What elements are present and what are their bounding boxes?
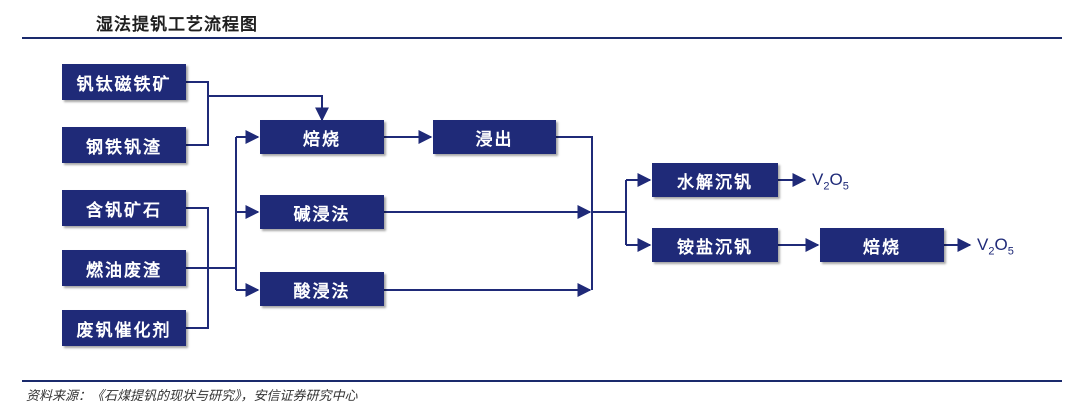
diagram-title: 湿法提钒工艺流程图 <box>96 15 258 35</box>
connector-steel-slag <box>186 96 209 146</box>
box-leaching: 浸出 <box>433 120 556 154</box>
source-note: 资料来源：《石煤提钒的现状与研究》，安信证券研究中心 <box>26 389 358 404</box>
box-spent-catalyst: 废钒催化剂 <box>62 310 186 346</box>
connector-leach-out <box>556 136 593 290</box>
product-v2o5-final: V2O5 <box>977 235 1014 258</box>
box-ammonium-precipitation: 铵盐沉钒 <box>652 228 778 262</box>
bottom-rule <box>22 380 1062 382</box>
connector-vt-magnetite <box>186 81 329 122</box>
box-steel-vanadium-slag: 钢铁钒渣 <box>62 127 186 163</box>
box-hydrolysis-precipitation: 水解沉钒 <box>652 163 778 197</box>
box-vanadium-ore: 含钒矿石 <box>62 190 186 226</box>
box-roasting: 焙烧 <box>260 120 384 154</box>
box-acid-leaching: 酸浸法 <box>260 272 384 306</box>
box-final-roasting: 焙烧 <box>820 228 944 262</box>
box-vt-magnetite: 钒钛磁铁矿 <box>62 64 186 100</box>
top-rule <box>22 37 1062 39</box>
box-alkali-leaching: 碱浸法 <box>260 195 384 229</box>
box-fuel-oil-slag: 燃油废渣 <box>62 250 186 286</box>
product-v2o5-hydrolysis: V2O5 <box>812 170 849 193</box>
